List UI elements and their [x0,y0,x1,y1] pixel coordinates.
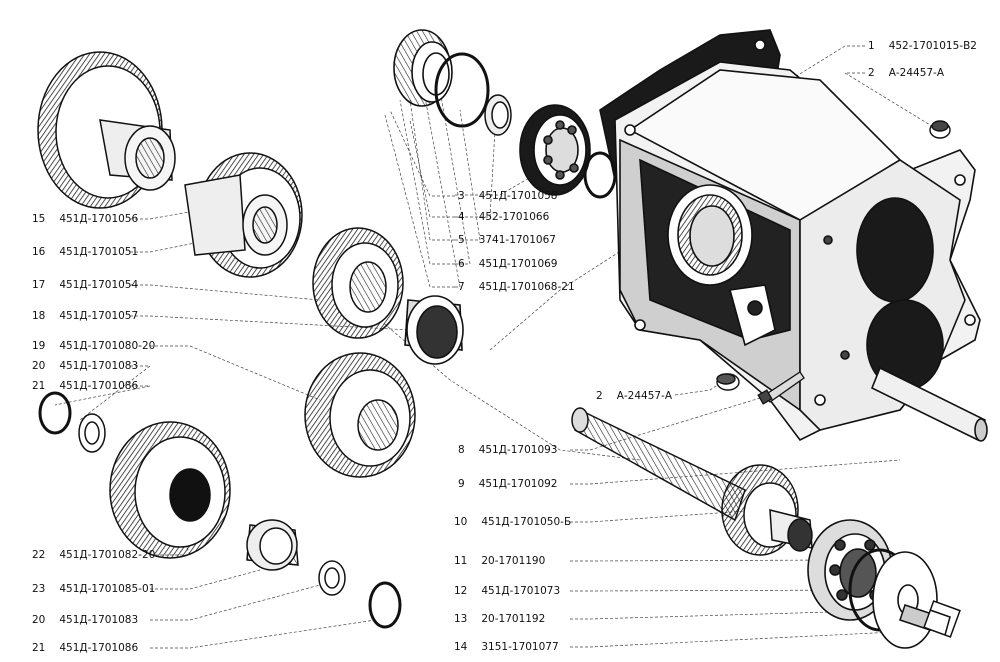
seal-part-7 [393,29,453,107]
snap-ring-part-6 [434,52,490,128]
plug-part-2-bottom [716,373,740,391]
gearbox-housing [599,29,988,442]
needle-bearing-part-23 [246,519,299,571]
bearing-part-4 [519,104,591,196]
washer-part-20-bottom [318,560,346,596]
snap-ring-part-21-bottom [368,581,402,629]
gear-part-16 [184,152,303,278]
gear-part-19 [304,352,416,478]
shaft-part-9 [571,407,813,556]
snap-ring-part-3 [583,151,617,199]
plug-part-2-top [929,120,951,139]
bolt-part-14 [899,600,961,638]
snap-ring-part-21-top [38,391,72,435]
gear-part-22 [109,421,231,559]
washer-part-13 [872,551,938,649]
gear-part-15 [37,51,176,209]
sleeve-part-18 [404,295,464,365]
bolt-part-8 [757,371,805,405]
bearing-part-11 [807,519,893,621]
gear-part-17 [312,227,404,339]
washer-part-20-top [78,413,106,453]
leader-lines [54,45,936,649]
nut-part-5 [484,94,512,136]
